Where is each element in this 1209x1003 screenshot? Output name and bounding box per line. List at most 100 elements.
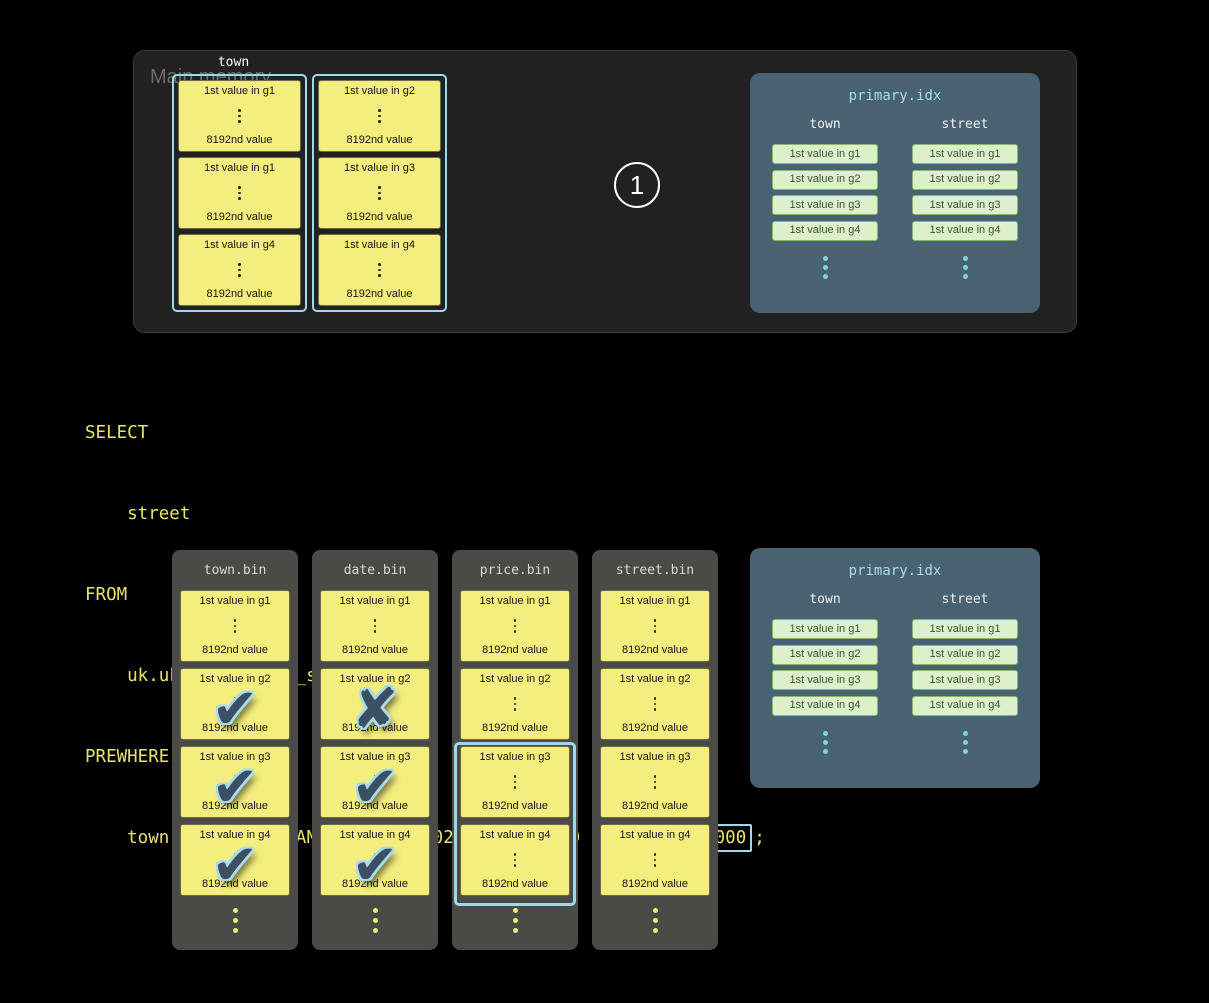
granule-first-value: 1st value in g3 [339,751,411,763]
ellipsis-dots [378,263,381,277]
ellipsis-dots [238,186,241,200]
ellipsis-dots [373,697,377,711]
granule-block: 1st value in g4 8192nd value [460,824,570,896]
granule-last-value: 8192nd value [481,800,549,812]
index-entry: 1st value in g3 [772,195,878,215]
ellipsis-dots [233,853,237,867]
granule-last-value: 8192nd value [206,288,273,300]
bin-column-price: price.bin 1st value in g1 8192nd value 1… [452,550,578,950]
ellipsis-dots [460,908,570,933]
granule-first-value: 1st value in g1 [619,595,691,607]
granule-block: 1st value in g1 8192nd value [460,590,570,662]
primary-index-panel-bottom: primary.idx town 1st value in g1 1st val… [750,548,1040,788]
ellipsis-dots [238,109,241,123]
granule-block: 1st value in g4 8192nd value [320,824,430,896]
granule-block: 1st value in g1 8192nd value [178,80,301,152]
granule-first-value: 1st value in g1 [204,162,275,174]
granule-block: 1st value in g3 8192nd value [320,746,430,818]
ellipsis-dots [513,775,517,789]
sql-line: SELECT [85,423,149,443]
index-entry: 1st value in g3 [912,670,1018,690]
granule-block: 1st value in g4 8192nd value [318,234,441,306]
index-entry: 1st value in g3 [772,670,878,690]
granule-first-value: 1st value in g3 [344,162,415,174]
granule-last-value: 8192nd value [341,878,409,890]
granule-first-value: 1st value in g3 [619,751,691,763]
granule-last-value: 8192nd value [341,800,409,812]
granule-first-value: 1st value in g4 [479,829,551,841]
granule-block: 1st value in g3 8192nd value [318,157,441,229]
index-column-header: street [941,592,989,607]
ellipsis-dots [653,619,657,633]
granule-block: 1st value in g4 8192nd value [178,234,301,306]
granule-first-value: 1st value in g3 [199,751,271,763]
ellipsis-dots [513,853,517,867]
granule-last-value: 8192nd value [481,878,549,890]
granule-block: 1st value in g2 8192nd value [318,80,441,152]
ellipsis-dots [822,256,828,279]
ellipsis-dots [513,697,517,711]
primary-index-title: primary.idx [848,563,942,579]
granule-first-value: 1st value in g4 [339,829,411,841]
ellipsis-dots [962,256,968,279]
ellipsis-dots [233,775,237,789]
ellipsis-dots [238,263,241,277]
ellipsis-dots [378,109,381,123]
ellipsis-dots [233,619,237,633]
sql-line: FROM [85,585,128,605]
memory-granule-stack-1: 1st value in g1 8192nd value 1st value i… [172,74,307,312]
index-entry: 1st value in g2 [912,169,1018,190]
granule-first-value: 1st value in g2 [339,673,411,685]
granule-first-value: 1st value in g1 [204,85,275,97]
granule-block: 1st value in g3 8192nd value [460,746,570,818]
granule-block: 1st value in g4 8192nd value [600,824,710,896]
index-entry: 1st value in g4 [772,220,878,241]
ellipsis-dots [600,908,710,933]
granule-last-value: 8192nd value [206,211,273,223]
granule-last-value: 8192nd value [346,288,413,300]
index-entry: 1st value in g1 [912,619,1018,639]
town-column-label: town [217,55,250,70]
granule-block: 1st value in g3 8192nd value [600,746,710,818]
ellipsis-dots [962,731,968,754]
sql-line: street [85,504,191,524]
ellipsis-dots [653,853,657,867]
granule-block: 1st value in g1 8192nd value [178,157,301,229]
index-entry: 1st value in g4 [912,220,1018,241]
bin-title: street.bin [615,563,695,578]
index-entry: 1st value in g1 [912,144,1018,164]
ellipsis-dots [320,908,430,933]
granule-first-value: 1st value in g4 [199,829,271,841]
granule-first-value: 1st value in g2 [479,673,551,685]
granule-first-value: 1st value in g4 [204,239,275,251]
granule-first-value: 1st value in g4 [619,829,691,841]
granule-last-value: 8192nd value [201,878,269,890]
granule-block: 1st value in g2 8192nd value [460,668,570,740]
ellipsis-dots [373,619,377,633]
primary-index-title: primary.idx [848,88,942,104]
granule-last-value: 8192nd value [201,722,269,734]
ellipsis-dots [233,697,237,711]
index-column-town: town 1st value in g1 1st value in g2 1st… [772,117,878,279]
bin-column-town: town.bin 1st value in g1 8192nd value 1s… [172,550,298,950]
index-entry: 1st value in g2 [912,644,1018,665]
step-1-badge: 1 [614,162,660,208]
granule-block: 1st value in g1 8192nd value [600,590,710,662]
index-entry: 1st value in g3 [912,195,1018,215]
ellipsis-dots [822,731,828,754]
ellipsis-dots [373,775,377,789]
granule-last-value: 8192nd value [621,878,689,890]
granule-last-value: 8192nd value [621,644,689,656]
bin-column-date: date.bin 1st value in g1 8192nd value 1s… [312,550,438,950]
granule-last-value: 8192nd value [346,211,413,223]
ellipsis-dots [378,186,381,200]
index-entry: 1st value in g4 [912,695,1018,716]
index-entry: 1st value in g4 [772,695,878,716]
index-column-street: street 1st value in g1 1st value in g2 1… [912,592,1018,754]
index-column-header: town [809,117,841,132]
granule-last-value: 8192nd value [621,722,689,734]
ellipsis-dots [180,908,290,933]
granule-last-value: 8192nd value [621,800,689,812]
granule-first-value: 1st value in g3 [479,751,551,763]
